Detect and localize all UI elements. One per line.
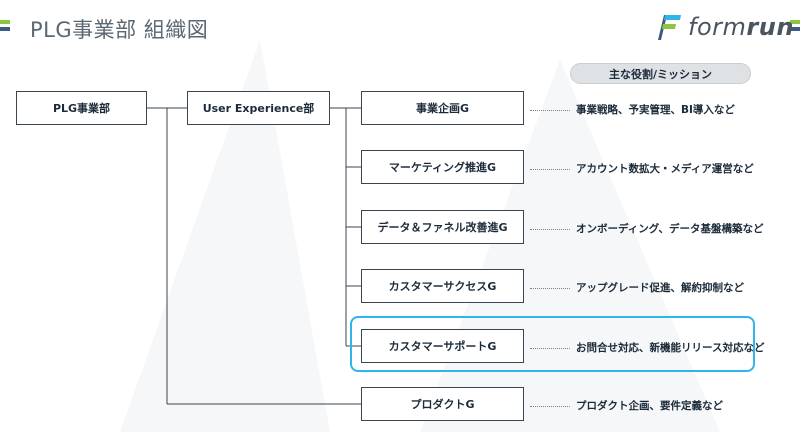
page-title: PLG事業部 組織図 [30,18,209,42]
org-box-root: PLG事業部 [16,91,147,125]
dotted-leader [530,229,570,230]
mission-text: アップグレード促進、解約抑制など [576,282,744,294]
mission-text: アカウント数拡大・メディア運営など [576,163,754,175]
org-box-group: カスタマーサクセスG [361,269,524,303]
right-accent-bars [790,20,800,34]
dotted-leader [530,110,570,111]
mission-text: プロダクト企画、要件定義など [576,400,723,412]
formrun-logo-icon [658,15,681,40]
logo-wordmark: formrun [688,13,794,41]
dotted-leader [530,348,570,349]
left-accent-bars [0,20,10,34]
org-box-group: 事業企画G [361,91,524,125]
org-box-group: カスタマーサポートG [361,329,524,363]
mission-text: 事業戦略、予実管理、BI導入など [576,104,735,116]
mission-text: お問合せ対応、新機能リリース対応など [576,342,765,354]
dotted-leader [530,406,570,407]
org-box-group: プロダクトG [361,387,524,421]
org-box-group: マーケティング推進G [361,150,524,184]
dotted-leader [530,288,570,289]
formrun-logo: formrun [652,12,794,42]
dotted-leader [530,169,570,170]
role-mission-header: 主な役割/ミッション [570,63,751,84]
org-box-group: データ＆ファネル改善進G [361,210,524,244]
org-box-division: User Experience部 [187,91,330,125]
mission-text: オンボーディング、データ基盤構築など [576,223,764,235]
highlight-customer-support [350,316,755,372]
